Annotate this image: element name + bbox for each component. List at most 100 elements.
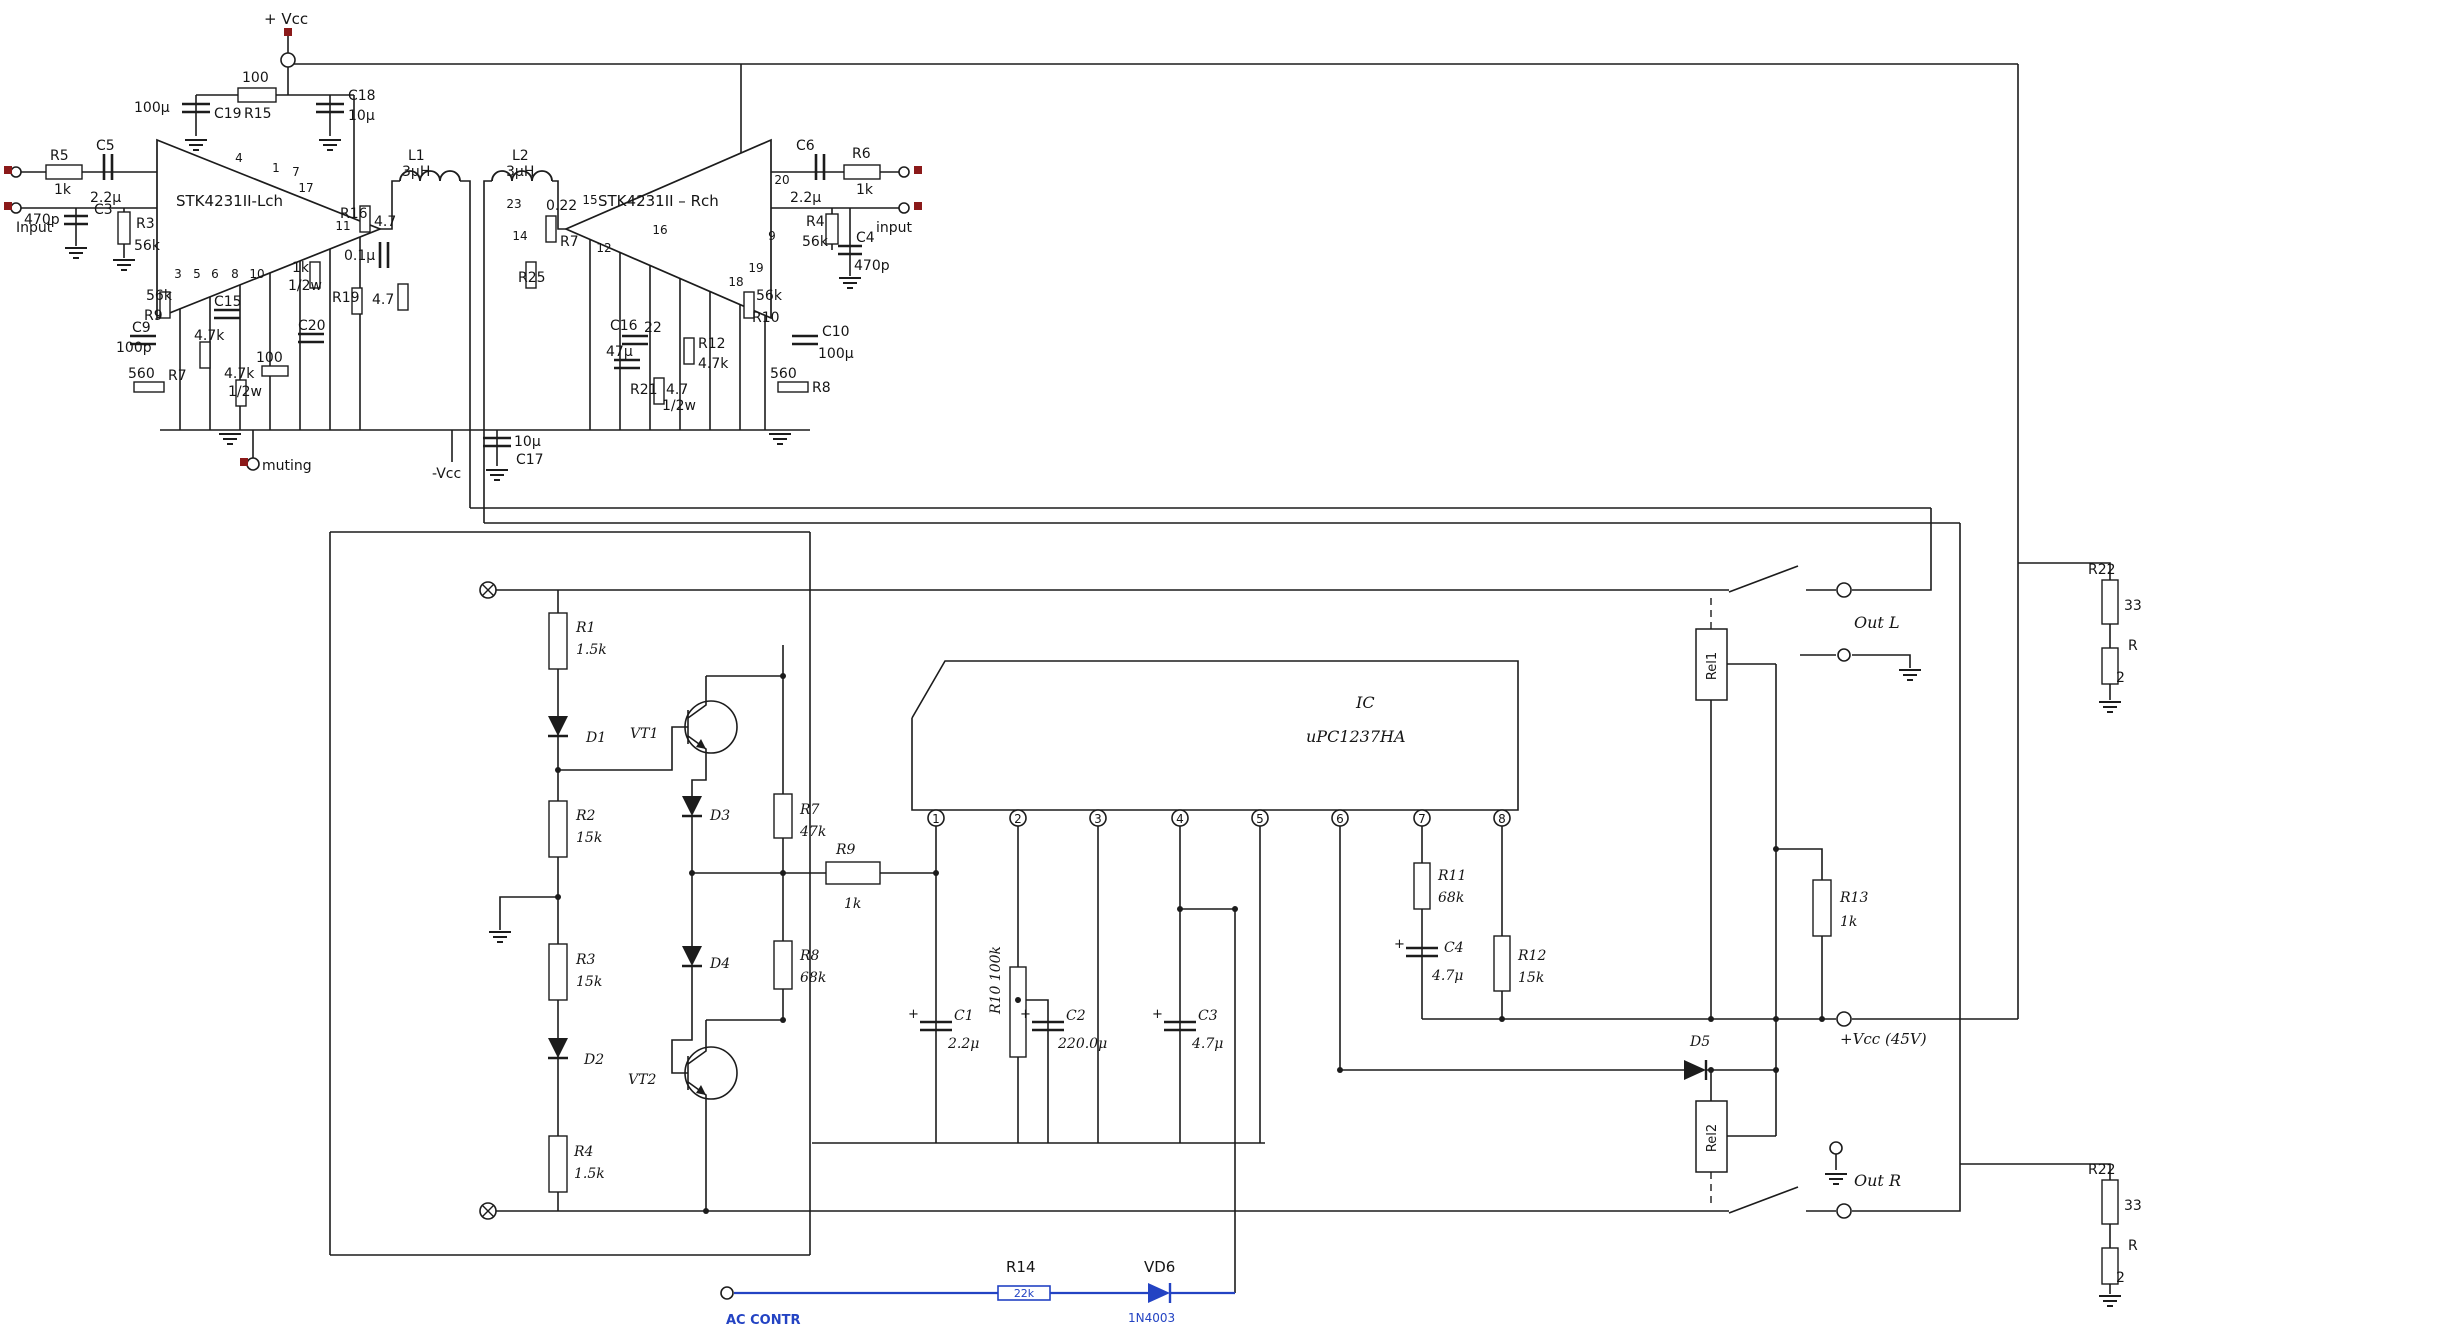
label-rel1: Rel1 [1705,652,1720,680]
label-1-2w: 1/2w [662,398,696,414]
label-7: 7 [1418,812,1426,826]
label-r7: R7 [799,802,820,818]
label-r10: R10 [752,310,780,326]
resistor-box [548,800,568,858]
pad-marker [914,166,922,174]
label-10: 10μ [348,108,375,124]
label-56k: 56k [146,288,173,304]
label-r6: R6 [852,146,871,162]
label-c10: C10 [822,324,850,340]
label-2-2: 2.2μ [90,190,121,206]
resistor-box [825,213,839,245]
resistor-box [2101,647,2119,685]
diode-symbol [682,796,702,816]
label-c4: C4 [856,230,875,246]
relay-box [1695,1100,1728,1173]
junction-dot [555,894,561,900]
diode-symbol [548,1038,568,1058]
label-1k: 1k [54,182,72,198]
label-l2: L2 [512,148,529,164]
label-11: 11 [335,219,350,233]
resistor-box [351,287,363,315]
wire [911,660,1519,811]
label-d5: D5 [1689,1034,1710,1050]
label-r1: R1 [575,620,595,636]
label-vt2: VT2 [628,1072,656,1088]
resistor-box [2101,1247,2119,1285]
wire [552,180,566,230]
resistor-box [237,87,277,103]
label-ic: IC [1355,693,1375,712]
resistor-box [545,215,557,243]
label-out-r: Out R [1854,1171,1901,1190]
resistor-box [548,943,568,1001]
label-4: 4 [235,151,243,165]
label-470p: 470p [854,258,890,274]
label-d3: D3 [709,808,730,824]
label-22k: 22k [1014,1287,1035,1300]
label-r4: R4 [806,214,825,230]
label-r11: R11 [1437,868,1466,884]
label-1-5k: 1.5k [574,1166,605,1182]
label-1k: 1k [844,896,861,912]
label-23: 23 [506,197,521,211]
junction-dot [1773,1067,1779,1073]
emitter-arrow [696,1085,706,1095]
label-1n4003: 1N4003 [1128,1311,1175,1325]
resistor-box [1812,879,1832,937]
label-8: 8 [231,267,239,281]
label-10: 10 [249,267,264,281]
label-d1: D1 [585,730,606,746]
ic-pin [927,809,945,827]
label-560: 560 [128,366,155,382]
ic-pin [1493,809,1511,827]
label-r7: R7 [168,368,187,384]
wire [1776,848,1823,880]
label-c3: C3 [1198,1008,1218,1024]
resistor-box [825,861,881,885]
label-560: 560 [770,366,797,382]
label-c6: C6 [796,138,815,154]
wire [499,896,558,930]
label-c2: C2 [1066,1008,1086,1024]
label-out-l: Out L [1854,613,1900,632]
terminal [1836,1011,1852,1027]
junction-dot [703,1208,709,1214]
amp-module-outline [156,138,383,320]
junction-dot [780,1017,786,1023]
label-c5: C5 [96,138,115,154]
label-1k: 1k [856,182,874,198]
label-1k: 1k [292,260,310,276]
wire [1852,654,1911,668]
inductor-coil [491,170,553,182]
label-6: 6 [1336,812,1344,826]
label-r13: R13 [1839,890,1868,906]
label-68k: 68k [1438,890,1464,906]
label-2: 2 [1014,812,1022,826]
label-txt: + [1394,937,1405,952]
ic-pin [1413,809,1431,827]
wire [1018,999,1049,1143]
relay-box [1695,628,1728,701]
transistor-body [684,700,738,754]
pad-marker [4,166,12,174]
resistor-box [2101,579,2119,625]
label-c1: C1 [954,1008,974,1024]
label-12: 12 [596,241,611,255]
label-100p: 100p [116,340,152,356]
resistor-box [45,164,83,180]
label-4-7k: 4.7k [224,366,255,382]
label-c16: C16 [610,318,638,334]
label-r12: R12 [1517,948,1546,964]
label-0-1: 0.1μ [344,248,375,264]
label-2: 2 [2116,1270,2125,1286]
label-upc1237ha: uPC1237HA [1306,727,1406,746]
junction-dot [689,870,695,876]
label-15k: 15k [576,830,602,846]
ic-pin [1171,809,1189,827]
terminal [898,202,910,214]
label-vcc: -Vcc [432,466,461,482]
label-47: 47μ [606,344,633,360]
label-stk4231ii-lch: STK4231II-Lch [176,192,283,210]
resistor-box [199,341,211,369]
